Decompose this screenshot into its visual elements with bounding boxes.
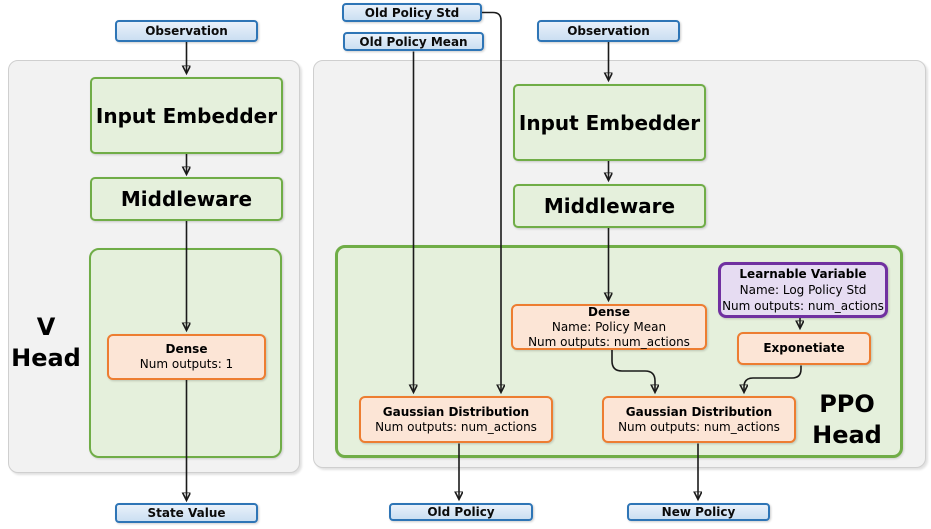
- exponetiate-box[interactable]: Exponetiate: [737, 332, 871, 365]
- ppo-middleware-label: Middleware: [543, 194, 676, 218]
- ppo-head-label-line1: PPO: [819, 390, 875, 418]
- v-input-embedder-box[interactable]: Input Embedder: [90, 77, 283, 154]
- gaussian-distribution-old-box[interactable]: Gaussian Distribution Num outputs: num_a…: [359, 396, 553, 443]
- v-head-label-line2: Head: [11, 344, 81, 372]
- v-middleware-label: Middleware: [120, 187, 253, 211]
- v-head-label-line1: V: [36, 313, 56, 341]
- new-policy-output-label: New Policy: [661, 505, 736, 519]
- ppo-dense-box[interactable]: Dense Name: Policy Mean Num outputs: num…: [511, 304, 707, 350]
- new-policy-output[interactable]: New Policy: [627, 503, 770, 521]
- old-policy-output-label: Old Policy: [427, 505, 495, 519]
- ppo-middleware-box[interactable]: Middleware: [513, 184, 706, 228]
- old-policy-mean-label: Old Policy Mean: [359, 34, 468, 49]
- v-input-embedder-label: Input Embedder: [95, 103, 278, 128]
- gaussian-old-title: Gaussian Distribution: [382, 404, 530, 419]
- ppo-dense-num-outputs: Num outputs: num_actions: [528, 334, 690, 349]
- v-dense-box[interactable]: Dense Num outputs: 1: [107, 334, 266, 380]
- old-policy-mean-input[interactable]: Old Policy Mean: [343, 32, 484, 51]
- v-dense-num-outputs: Num outputs: 1: [139, 357, 234, 371]
- gaussian-distribution-new-box[interactable]: Gaussian Distribution Num outputs: num_a…: [602, 396, 796, 443]
- learnable-variable-num-outputs: Num outputs: num_actions: [722, 299, 884, 313]
- learnable-variable-name: Name: Log Policy Std: [739, 283, 867, 297]
- observation-input-ppo[interactable]: Observation: [537, 20, 680, 42]
- observation-input-v-label: Observation: [145, 24, 228, 38]
- state-value-label: State Value: [147, 506, 226, 520]
- ppo-input-embedder-label: Input Embedder: [518, 110, 701, 135]
- exponetiate-label: Exponetiate: [763, 341, 845, 355]
- v-middleware-box[interactable]: Middleware: [90, 177, 283, 221]
- ppo-dense-title: Dense: [588, 304, 630, 319]
- ppo-input-embedder-box[interactable]: Input Embedder: [513, 84, 706, 161]
- observation-input-ppo-label: Observation: [567, 24, 650, 38]
- old-policy-output[interactable]: Old Policy: [389, 503, 533, 521]
- ppo-dense-name: Name: Policy Mean: [551, 319, 667, 334]
- old-policy-std-label: Old Policy Std: [364, 5, 460, 20]
- learnable-variable-title: Learnable Variable: [739, 267, 867, 281]
- ppo-head-label-line2: Head: [812, 421, 882, 449]
- learnable-variable-box[interactable]: Learnable Variable Name: Log Policy Std …: [718, 262, 888, 318]
- state-value-output[interactable]: State Value: [115, 503, 258, 523]
- old-policy-std-input[interactable]: Old Policy Std: [342, 3, 482, 22]
- observation-input-v[interactable]: Observation: [115, 20, 258, 42]
- gaussian-new-num-outputs: Num outputs: num_actions: [618, 419, 780, 434]
- gaussian-old-num-outputs: Num outputs: num_actions: [375, 419, 537, 434]
- ppo-head-label: PPO Head: [803, 389, 891, 451]
- v-dense-title: Dense: [165, 342, 208, 356]
- v-head-label: V Head: [10, 312, 82, 374]
- gaussian-new-title: Gaussian Distribution: [625, 404, 773, 419]
